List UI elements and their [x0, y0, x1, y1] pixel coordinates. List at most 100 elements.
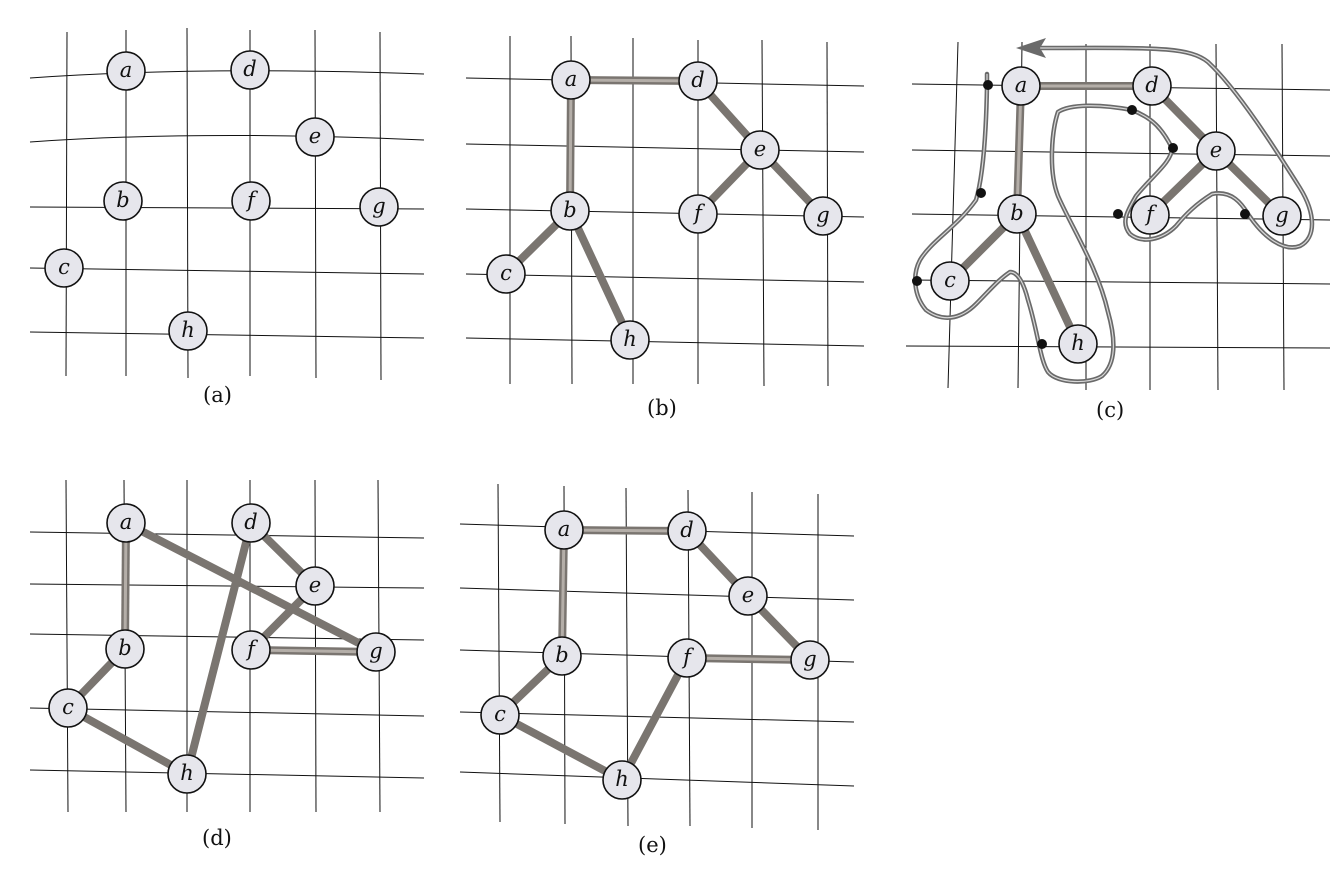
edge-a-b-core	[1015, 84, 1023, 216]
edge-c-h	[64, 704, 191, 778]
node-label: g	[816, 203, 829, 227]
caption-d: (d)	[202, 826, 232, 850]
panel-e: a d e b f g c h	[459, 483, 855, 830]
caption-b: (b)	[647, 396, 677, 420]
node-f: f	[678, 194, 718, 234]
node-b: b	[103, 181, 143, 221]
node-label: b	[116, 188, 129, 212]
walk-dot	[1168, 143, 1178, 153]
node-e: e	[740, 130, 780, 170]
caption-e: (e)	[638, 833, 667, 857]
node-label: a	[558, 517, 571, 541]
node-c: c	[480, 695, 520, 735]
node-label: g	[1275, 203, 1288, 227]
edge-b-a-core	[560, 528, 566, 658]
node-label: g	[372, 194, 385, 218]
node-a: a	[1001, 66, 1041, 106]
euler-walk-path	[912, 38, 1315, 384]
edge-f-h	[618, 654, 691, 784]
edge-f-g-core	[249, 648, 378, 654]
node-d: d	[1132, 66, 1172, 106]
caption-a: (a)	[203, 383, 232, 407]
node-label: a	[120, 510, 133, 534]
node-label: h	[623, 327, 637, 351]
node-label: e	[1210, 138, 1222, 162]
node-f: f	[667, 638, 707, 678]
node-c: c	[486, 254, 526, 294]
node-label: a	[120, 58, 133, 82]
walk-dot	[1240, 209, 1250, 219]
node-label: f	[245, 637, 258, 661]
node-label: c	[58, 255, 70, 279]
panel-b: a d e b f g c h	[465, 35, 865, 387]
node-c: c	[930, 261, 970, 301]
node-label: e	[754, 137, 766, 161]
node-label: h	[1071, 331, 1085, 355]
walk-dot	[912, 276, 922, 286]
node-label: h	[180, 761, 194, 785]
node-label: c	[500, 261, 512, 285]
node-h: h	[168, 311, 208, 351]
node-e: e	[295, 566, 335, 606]
walk-dot	[1127, 105, 1137, 115]
node-label: e	[742, 583, 754, 607]
node-label: b	[563, 198, 576, 222]
node-f: f	[231, 630, 271, 670]
walk-dot	[1037, 339, 1047, 349]
node-g: g	[803, 196, 843, 236]
node-b: b	[542, 636, 582, 676]
node-label: c	[944, 268, 956, 292]
node-label: f	[692, 201, 705, 225]
node-label: g	[803, 647, 816, 671]
node-h: h	[1058, 324, 1098, 364]
node-d: d	[667, 511, 707, 551]
node-f: f	[231, 181, 271, 221]
node-a: a	[106, 503, 146, 543]
edge-h-d	[183, 519, 255, 778]
walk-dot	[983, 80, 993, 90]
edge-g-a	[122, 519, 380, 656]
node-label: a	[1015, 73, 1028, 97]
node-e: e	[1196, 131, 1236, 171]
panel-c: a d e b f g c h	[905, 38, 1331, 391]
node-b: b	[550, 191, 590, 231]
node-label: h	[615, 767, 629, 791]
node-label: c	[62, 695, 74, 719]
edge-h-c	[496, 711, 626, 784]
node-g: g	[359, 187, 399, 227]
node-label: b	[555, 643, 568, 667]
node-e: e	[728, 576, 768, 616]
node-label: d	[243, 57, 256, 81]
caption-c: (c)	[1096, 398, 1125, 422]
node-label: f	[1144, 202, 1157, 226]
node-label: e	[309, 573, 321, 597]
node-d: d	[678, 61, 718, 101]
node-label: a	[565, 67, 578, 91]
edge-b-h	[1013, 210, 1082, 348]
node-label: d	[1145, 73, 1158, 97]
node-g: g	[1262, 196, 1302, 236]
node-label: f	[245, 188, 258, 212]
edge-g-f-core	[685, 656, 812, 662]
node-g: g	[356, 632, 396, 672]
node-h: h	[167, 754, 207, 794]
node-d: d	[231, 503, 271, 543]
walk-arrowhead	[1016, 38, 1046, 58]
node-label: h	[181, 318, 195, 342]
edge-a-d-core	[562, 528, 689, 533]
node-c: c	[48, 688, 88, 728]
walk-dot	[1113, 209, 1123, 219]
node-e: e	[295, 117, 335, 157]
edge-b-h	[566, 207, 634, 344]
node-a: a	[106, 51, 146, 91]
node-label: g	[369, 639, 382, 663]
node-b: b	[997, 194, 1037, 234]
node-f: f	[1130, 195, 1170, 235]
node-b: b	[105, 629, 145, 669]
node-h: h	[602, 760, 642, 800]
node-a: a	[544, 510, 584, 550]
edge-a-b-core	[568, 78, 573, 213]
node-label: b	[118, 636, 131, 660]
walk-dot	[976, 188, 986, 198]
node-d: d	[230, 50, 270, 90]
